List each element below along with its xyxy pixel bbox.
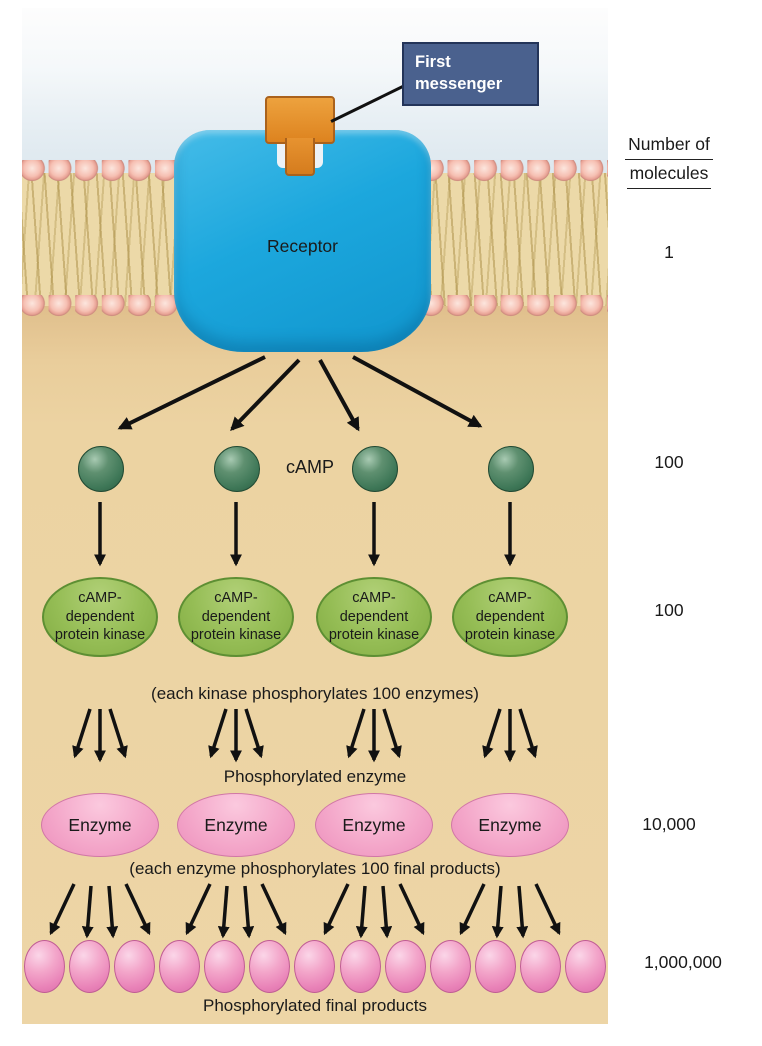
header-line2: molecules [626, 160, 712, 190]
final-product-oval [429, 939, 471, 993]
first-messenger-label: First messenger [415, 53, 503, 93]
final-product-oval [204, 939, 246, 993]
camp-sphere [78, 446, 124, 492]
camp-sphere [352, 446, 398, 492]
final-product-oval [474, 939, 516, 993]
kinase-label-line3: protein kinase [190, 627, 282, 644]
molecule-count-header: Number of molecules [610, 131, 728, 190]
diagram-panel: First messenger Receptor cAMP cAMP- depe… [22, 8, 608, 1024]
count-enzyme: 10,000 [642, 814, 696, 834]
final-product-oval [339, 939, 381, 993]
cytoplasm-background [22, 306, 608, 1024]
camp-label: cAMP [285, 457, 334, 477]
first-messenger-label-box: First messenger [402, 42, 539, 106]
phosphorylated-enzyme-label: Phosphorylated enzyme [223, 767, 407, 786]
final-product-oval [384, 939, 426, 993]
kinase-ellipse: cAMP- dependent protein kinase [42, 577, 158, 657]
kinase-ellipse: cAMP- dependent protein kinase [316, 577, 432, 657]
first-messenger-ligand-stem [285, 138, 315, 176]
final-product-oval [69, 939, 111, 993]
enzyme-ellipse: Enzyme [177, 793, 295, 857]
count-kinase: 100 [654, 600, 684, 620]
molecule-count-column: Number of molecules 1 100 100 10,000 1,0… [608, 0, 758, 1046]
camp-sphere [488, 446, 534, 492]
count-receptor: 1 [664, 242, 674, 262]
kinase-label-line1: cAMP- [78, 590, 122, 607]
kinase-label-line1: cAMP- [488, 590, 532, 607]
camp-sphere [214, 446, 260, 492]
enzyme-caption: (each enzyme phosphorylates 100 final pr… [129, 859, 501, 878]
kinase-label-line3: protein kinase [54, 627, 146, 644]
kinase-ellipse: cAMP- dependent protein kinase [178, 577, 294, 657]
kinase-label-line2: dependent [65, 608, 135, 625]
kinase-label-line3: protein kinase [464, 627, 556, 644]
enzyme-ellipse: Enzyme [41, 793, 159, 857]
count-final-products: 1,000,000 [644, 952, 722, 972]
enzyme-label: Enzyme [68, 814, 132, 835]
kinase-label-line2: dependent [475, 608, 545, 625]
count-camp: 100 [654, 452, 684, 472]
kinase-label-line1: cAMP- [352, 590, 396, 607]
first-messenger-ligand-icon [265, 96, 335, 144]
final-products-label: Phosphorylated final products [203, 996, 427, 1015]
final-product-oval [519, 939, 561, 993]
final-product-oval [294, 939, 336, 993]
kinase-label-line2: dependent [201, 608, 271, 625]
enzyme-label: Enzyme [204, 814, 268, 835]
receptor-label: Receptor [266, 236, 338, 256]
final-product-oval [24, 939, 65, 993]
kinase-ellipse: cAMP- dependent protein kinase [452, 577, 568, 657]
enzyme-label: Enzyme [478, 814, 542, 835]
enzyme-label: Enzyme [342, 814, 406, 835]
enzyme-ellipse: Enzyme [451, 793, 569, 857]
kinase-label-line2: dependent [339, 608, 409, 625]
enzyme-ellipse: Enzyme [315, 793, 433, 857]
kinase-label-line1: cAMP- [214, 590, 258, 607]
final-product-oval [249, 939, 291, 993]
final-products-row [24, 938, 606, 994]
kinase-caption: (each kinase phosphorylates 100 enzymes) [151, 684, 479, 703]
header-line1: Number of [625, 131, 713, 161]
final-product-oval [114, 939, 156, 993]
final-product-oval [564, 939, 606, 993]
final-product-oval [159, 939, 201, 993]
kinase-label-line3: protein kinase [328, 627, 420, 644]
